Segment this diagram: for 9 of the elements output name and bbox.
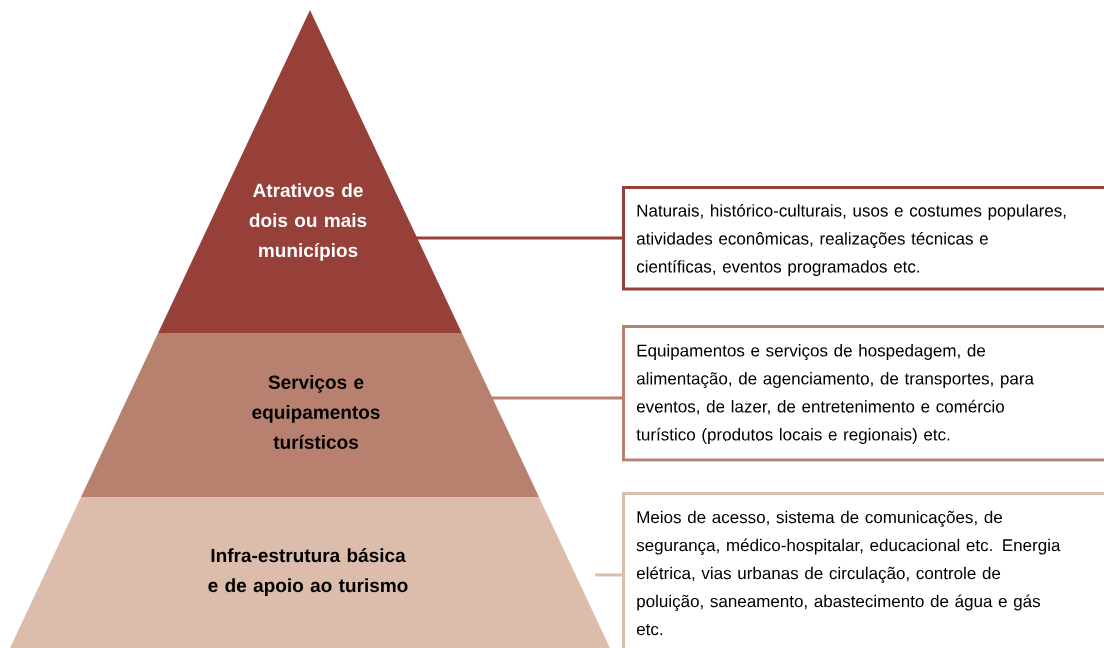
connector-line xyxy=(595,573,624,577)
connector-line xyxy=(415,236,624,240)
text-box: Meios de acesso, sistema de comunicações, de segurança, médico-hospitalar, educacional etc. Energia elétrica, vias urbanas de circulação, controle de poluição, saneamento, abastecimento de água e gás etc. xyxy=(622,492,1104,648)
text-box: Naturais, histórico-culturais, usos e costumes populares, atividades econômicas, realizações técnicas e científicas, eventos programados etc. xyxy=(622,186,1104,291)
connector-line xyxy=(490,396,624,400)
text-box: Equipamentos e serviços de hospedagem, de alimentação, de agenciamento, de transportes, para eventos, de lazer, de entretenimento e comércio turístico (produtos locais e regionais) etc. xyxy=(622,325,1104,462)
pyramid-band: Serviços e equipamentos turísticos xyxy=(81,333,539,497)
pyramid-band: Atrativos de dois ou mais municípios xyxy=(158,10,462,333)
pyramid-band: Infra-estrutura básica e de apoio ao turismo xyxy=(10,497,610,648)
